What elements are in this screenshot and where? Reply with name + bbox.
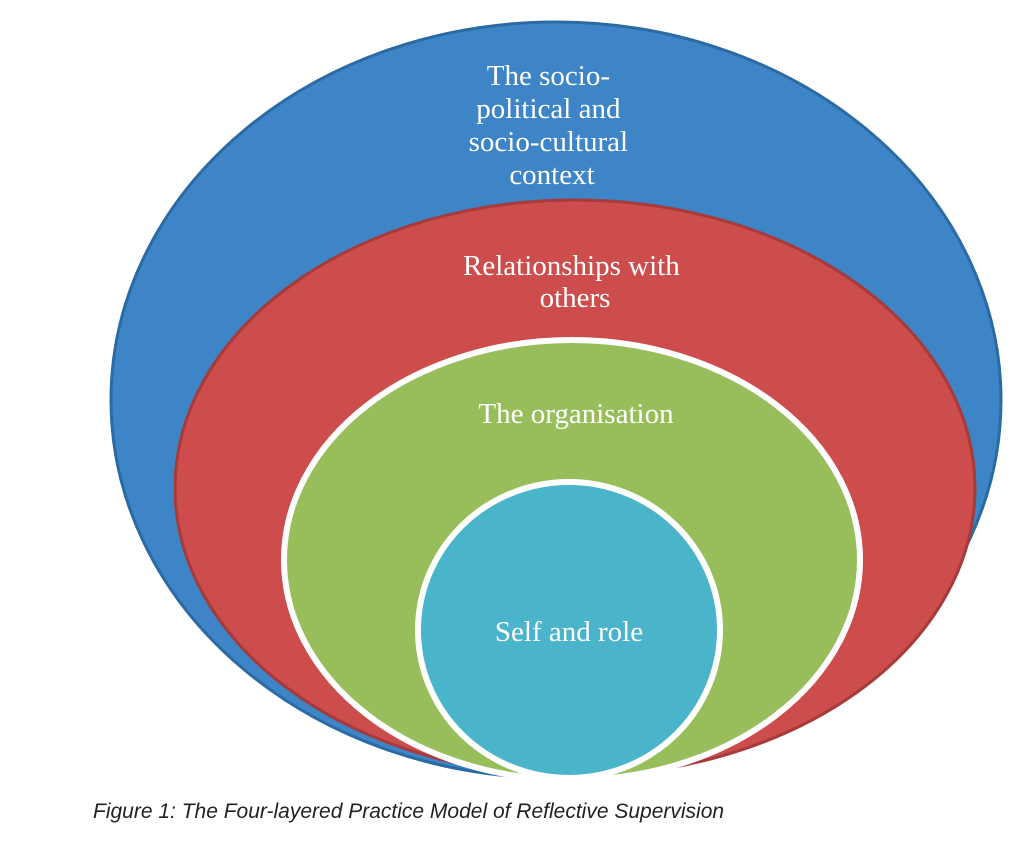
layer-relationships-line-1: Relationships with bbox=[463, 250, 680, 282]
layer-outer-line-4: context bbox=[509, 159, 594, 191]
layer-organisation-line-1: The organisation bbox=[478, 398, 674, 430]
layer-relationships-line-2: others bbox=[540, 282, 611, 314]
layer-outer-label: The socio- political and socio-cultural … bbox=[469, 60, 636, 191]
layer-outer-line-3: socio-cultural bbox=[469, 126, 628, 158]
layer-relationships-label: Relationships with others bbox=[463, 250, 687, 314]
layer-self: Self and role bbox=[415, 479, 723, 781]
layer-organisation-label: The organisation bbox=[478, 398, 674, 430]
layer-outer-line-1: The socio- bbox=[487, 60, 610, 92]
layer-self-line-1: Self and role bbox=[495, 616, 643, 648]
figure-caption: Figure 1: The Four-layered Practice Mode… bbox=[93, 800, 725, 823]
layer-self-shape bbox=[415, 479, 723, 781]
layer-self-label: Self and role bbox=[495, 616, 643, 648]
layer-outer-line-2: political and bbox=[476, 93, 621, 125]
